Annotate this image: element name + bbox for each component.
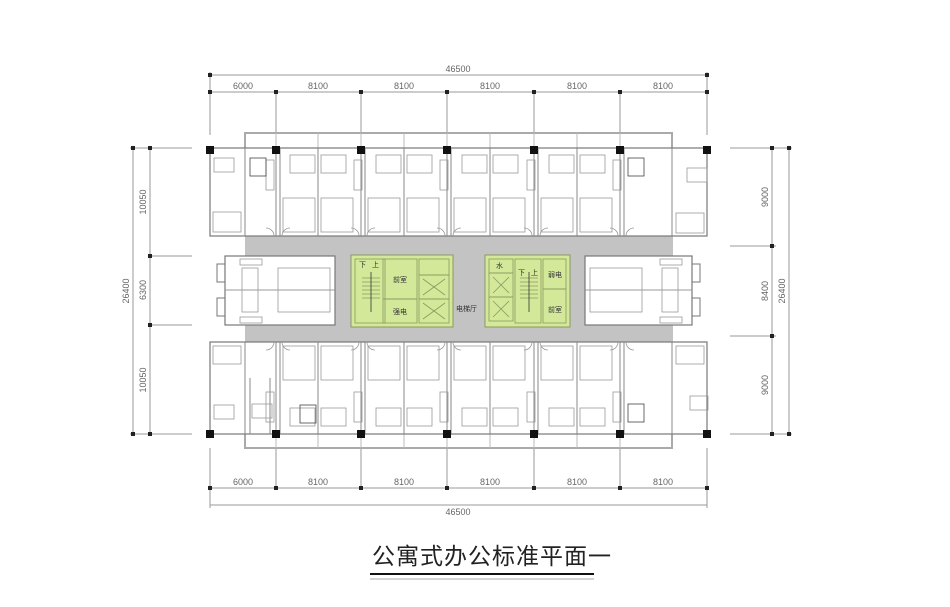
dim-bottom-bay-6: 8100 [652, 477, 674, 487]
dim-bottom-bay-1: 6000 [232, 477, 254, 487]
left-core-anteroom-label: 前室 [393, 276, 407, 284]
dim-right-seg-3: 9000 [760, 374, 770, 396]
right-core-stair-up-label: 上 [531, 269, 538, 277]
bottom-wing [206, 341, 711, 438]
dim-left-seg-3: 10050 [138, 367, 148, 393]
dim-right-seg-2: 8400 [760, 280, 770, 302]
left-core-stair-up-label: 上 [372, 261, 379, 269]
dimension-ticks [131, 73, 791, 490]
right-core [484, 254, 571, 328]
dim-left-seg-1: 10050 [138, 189, 148, 215]
drawing-title: 公寓式办公标准平面一 [372, 544, 612, 570]
dim-right-seg-1: 9000 [760, 186, 770, 208]
dim-bottom-bay-2: 8100 [307, 477, 329, 487]
right-core-anteroom-label: 前室 [548, 306, 562, 314]
dim-bottom-total: 46500 [445, 507, 471, 517]
right-core-water-label: 水 [496, 262, 503, 270]
dim-top-bay-5: 8100 [566, 81, 588, 91]
dim-top-bay-3: 8100 [393, 81, 415, 91]
left-middle-unit [216, 255, 336, 326]
dim-top-bay-2: 8100 [307, 81, 329, 91]
dim-left-seg-2: 6300 [138, 279, 148, 301]
balconies [244, 132, 673, 449]
dim-bottom-bay-5: 8100 [566, 477, 588, 487]
dimension-lines [130, 72, 792, 508]
left-core-strong-current-label: 强电 [393, 308, 407, 316]
right-middle-unit [584, 255, 701, 326]
dim-left-total: 26400 [121, 278, 131, 304]
left-core [350, 254, 454, 328]
dim-top-bay-4: 8100 [479, 81, 501, 91]
elevator-hall-label: 电梯厅 [456, 305, 477, 313]
dim-bottom-bay-4: 8100 [479, 477, 501, 487]
left-core-stair-down-label: 下 [359, 261, 366, 269]
dim-top-total: 46500 [445, 64, 471, 74]
dim-right-total: 26400 [777, 278, 787, 304]
right-core-stair-down-label: 下 [518, 269, 525, 277]
dim-bottom-bay-3: 8100 [393, 477, 415, 487]
dim-top-bay-6: 8100 [652, 81, 674, 91]
right-core-weak-current-label: 弱电 [548, 271, 562, 279]
top-wing [206, 146, 711, 237]
dim-top-bay-1: 6000 [232, 81, 254, 91]
